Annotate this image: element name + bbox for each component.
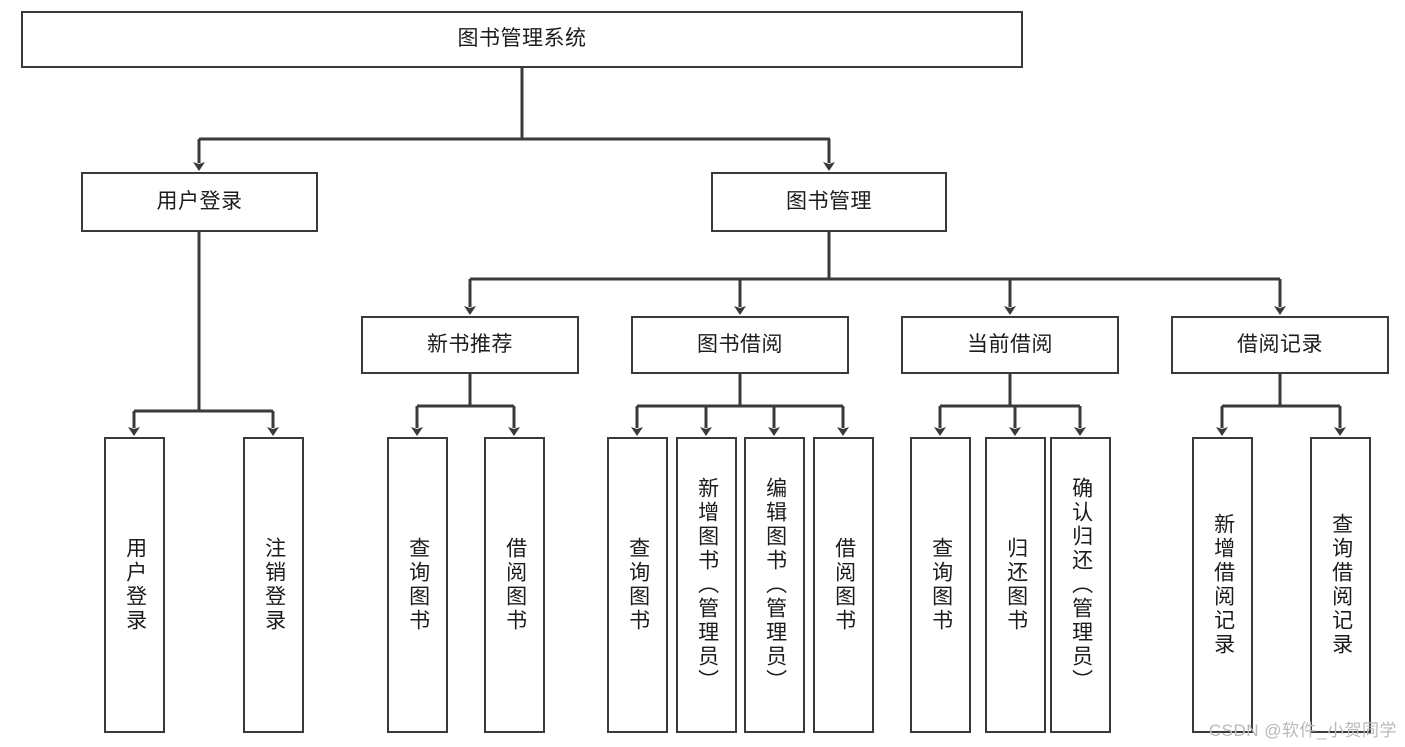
leaf-node[interactable]: 新增借阅记录 bbox=[1192, 437, 1253, 733]
node-book-borrow-label: 图书借阅 bbox=[697, 332, 783, 356]
leaf-node-label: 查询图书 bbox=[929, 537, 953, 633]
leaf-node[interactable]: 新增图书（管理员） bbox=[676, 437, 737, 733]
leaf-node[interactable]: 编辑图书（管理员） bbox=[744, 437, 805, 733]
leaf-node-label: 归还图书 bbox=[1004, 537, 1028, 633]
node-book-management-label: 图书管理 bbox=[786, 189, 872, 213]
node-book-management[interactable]: 图书管理 bbox=[711, 172, 947, 232]
node-new-book-recommend[interactable]: 新书推荐 bbox=[361, 316, 579, 374]
node-root-label: 图书管理系统 bbox=[457, 27, 587, 51]
leaf-node-label: 查询借阅记录 bbox=[1329, 513, 1353, 657]
leaf-node-label: 查询图书 bbox=[626, 537, 650, 633]
leaf-node-label: 借阅图书 bbox=[832, 537, 856, 633]
leaf-node[interactable]: 借阅图书 bbox=[813, 437, 874, 733]
leaf-node-label: 新增图书（管理员） bbox=[695, 477, 719, 693]
node-borrow-record-label: 借阅记录 bbox=[1237, 332, 1323, 356]
watermark: CSDN @软件_小贺同学 bbox=[1208, 721, 1397, 740]
leaf-node[interactable]: 查询借阅记录 bbox=[1310, 437, 1371, 733]
node-root[interactable]: 图书管理系统 bbox=[21, 11, 1023, 68]
node-current-borrow[interactable]: 当前借阅 bbox=[901, 316, 1119, 374]
leaf-node-label: 编辑图书（管理员） bbox=[763, 477, 787, 693]
node-user-login[interactable]: 用户登录 bbox=[81, 172, 318, 232]
leaf-node[interactable]: 借阅图书 bbox=[484, 437, 545, 733]
leaf-node-label: 查询图书 bbox=[406, 537, 430, 633]
leaf-node[interactable]: 确认归还（管理员） bbox=[1050, 437, 1111, 733]
node-borrow-record[interactable]: 借阅记录 bbox=[1171, 316, 1389, 374]
leaf-node[interactable]: 用户登录 bbox=[104, 437, 165, 733]
leaf-node[interactable]: 注销登录 bbox=[243, 437, 304, 733]
leaf-node[interactable]: 查询图书 bbox=[387, 437, 448, 733]
leaf-node-label: 新增借阅记录 bbox=[1211, 513, 1235, 657]
leaf-node-label: 确认归还（管理员） bbox=[1069, 477, 1093, 693]
leaf-node-label: 注销登录 bbox=[262, 537, 286, 633]
node-new-book-recommend-label: 新书推荐 bbox=[427, 332, 513, 356]
node-user-login-label: 用户登录 bbox=[156, 189, 243, 213]
leaf-node-label: 用户登录 bbox=[123, 537, 147, 633]
leaf-node[interactable]: 查询图书 bbox=[607, 437, 668, 733]
leaf-node-label: 借阅图书 bbox=[503, 537, 527, 633]
node-book-borrow[interactable]: 图书借阅 bbox=[631, 316, 849, 374]
leaf-node[interactable]: 归还图书 bbox=[985, 437, 1046, 733]
node-current-borrow-label: 当前借阅 bbox=[967, 332, 1053, 356]
leaf-node[interactable]: 查询图书 bbox=[910, 437, 971, 733]
